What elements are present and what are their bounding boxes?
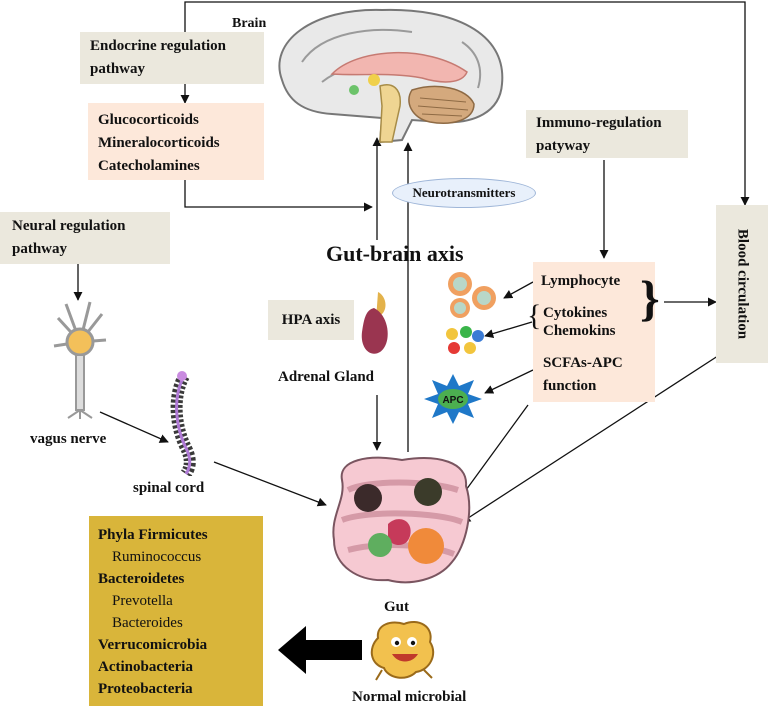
- phylum-item: Verrucomicrobia: [98, 637, 208, 653]
- adrenal-gland-label: Adrenal Gland: [278, 369, 374, 385]
- normal-microbial-label: Normal microbial: [352, 689, 467, 705]
- apc-icon: APC: [424, 374, 482, 424]
- arrow-hormones-axis: [184, 180, 373, 212]
- cytokines-label: Cytokines: [543, 305, 608, 321]
- spinal-cord-icon: [170, 371, 196, 476]
- phyla-box: Phyla Firmicutes Ruminococcus Bacteroide…: [89, 516, 263, 706]
- axis-title: Gut-brain axis: [326, 241, 464, 266]
- lymphocyte-label: Lymphocyte: [541, 273, 621, 289]
- vagus-nerve-label: vagus nerve: [30, 431, 107, 447]
- arrow-cytokines: [484, 321, 533, 339]
- gut-label: Gut: [384, 599, 410, 615]
- apc-text: APC: [442, 395, 463, 406]
- arrow-spinal-gut: [213, 461, 327, 507]
- blood-circulation-label: Blood circulation: [734, 228, 751, 340]
- arrow-to-blood-circulation: [184, 1, 750, 206]
- neuron-icon: [53, 301, 107, 419]
- phylum-item: Actinobacteria: [98, 659, 193, 675]
- hormone-item: Glucocorticoids: [98, 112, 199, 128]
- phylum-item: Phyla Firmicutes: [98, 527, 208, 543]
- arrow-blood-gut: [461, 351, 725, 523]
- hormone-item: Catecholamines: [98, 158, 200, 174]
- hpa-axis-box: HPA axis: [268, 300, 354, 340]
- lymphocyte-icon: [448, 272, 496, 318]
- chemokins-label: Chemokins: [543, 323, 616, 339]
- arrow-lymphocyte: [503, 281, 534, 299]
- phylum-item: Bacteroidetes: [98, 571, 185, 587]
- brace-right: }: [640, 270, 660, 326]
- spinal-cord-label: spinal cord: [133, 480, 205, 496]
- immune-cells-box: Lymphocyte Cytokines Chemokins SCFAs-APC…: [533, 262, 655, 402]
- hormones-box: Glucocorticoids Mineralocorticoids Catec…: [88, 103, 264, 180]
- blood-circulation-box: Blood circulation: [716, 205, 768, 363]
- scfa-apc-label: SCFAs-APC function: [543, 355, 623, 394]
- adrenal-gland-icon: [361, 292, 388, 354]
- brace-left: {: [527, 299, 542, 332]
- brain-icon: [278, 8, 504, 144]
- cytokine-icon: [446, 326, 484, 354]
- endocrine-pathway-box: Endocrine regulation pathway: [80, 32, 264, 84]
- neural-pathway-box: Neural regulation pathway: [0, 212, 170, 264]
- neurotransmitters-badge: Neurotransmitters: [392, 178, 536, 208]
- arrow-neuron-spinal: [99, 411, 169, 443]
- immuno-pathway-box: Immuno-regulation patyway: [526, 110, 688, 158]
- genus-item: Prevotella: [112, 593, 173, 609]
- genus-item: Bacteroides: [112, 615, 183, 631]
- big-arrow-to-phyla: [278, 626, 362, 674]
- phylum-item: Proteobacteria: [98, 681, 193, 697]
- gut-icon: [332, 456, 471, 584]
- genus-item: Ruminococcus: [112, 549, 202, 565]
- brain-label: Brain: [232, 16, 267, 31]
- hormone-item: Mineralocorticoids: [98, 135, 220, 151]
- arrow-scfa-apc: [484, 369, 534, 394]
- microbe-icon: [370, 621, 435, 681]
